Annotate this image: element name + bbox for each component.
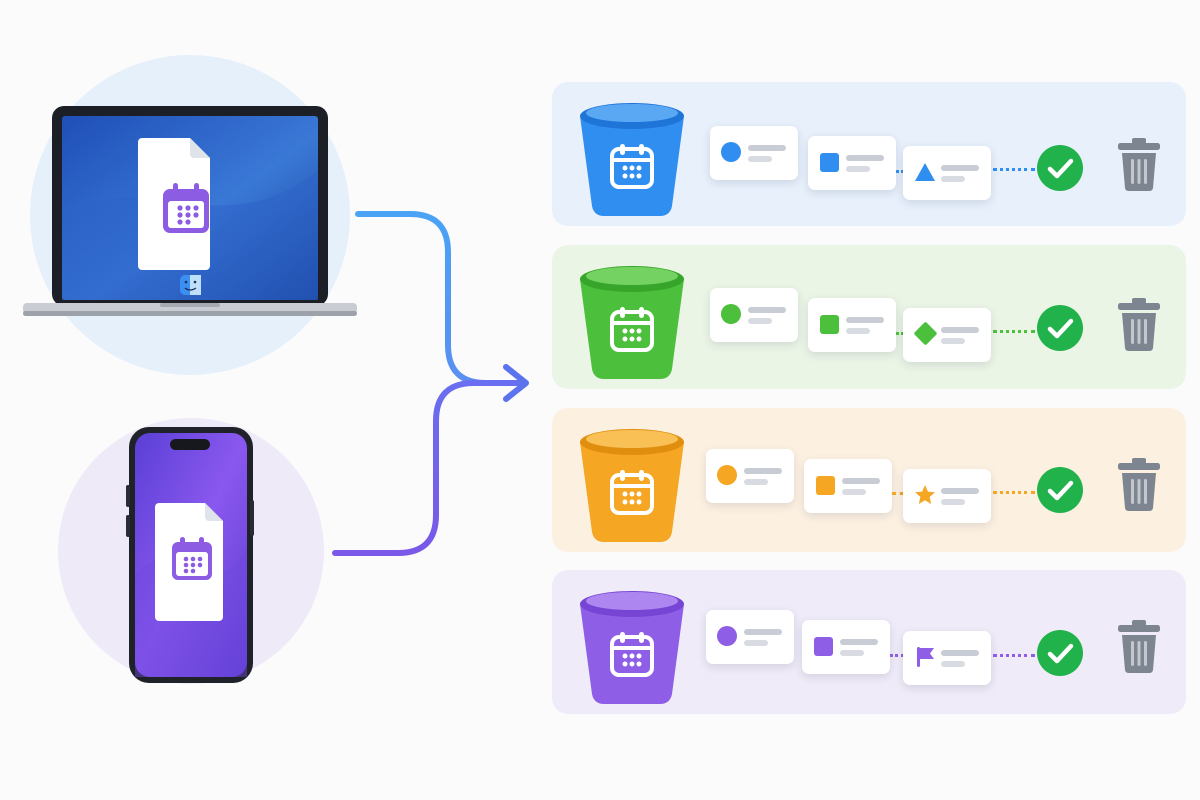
step-card-circle — [710, 126, 798, 180]
calendar-icon — [610, 470, 654, 515]
square-icon — [820, 315, 839, 334]
diamond-icon — [913, 321, 938, 346]
arrow-head-icon — [503, 364, 529, 402]
connector-dots — [892, 492, 904, 495]
connector-dots — [993, 654, 1035, 657]
connector-dots — [993, 330, 1035, 333]
step-card-circle — [706, 610, 794, 664]
phone — [126, 427, 254, 683]
bucket-icon-purple — [580, 591, 684, 704]
circle-icon — [717, 626, 737, 646]
square-icon — [814, 637, 833, 656]
checkmark-icon — [1037, 305, 1083, 351]
step-card-circle — [710, 288, 798, 342]
step-card-flag — [903, 631, 991, 685]
step-card-circle — [706, 449, 794, 503]
checkmark-icon — [1037, 467, 1083, 513]
circle-icon — [717, 465, 737, 485]
connector-dots — [993, 168, 1035, 171]
step-card-square — [808, 298, 896, 352]
calendar-icon — [163, 183, 209, 233]
bucket-icon-green — [580, 266, 684, 379]
trash-icon[interactable] — [1117, 138, 1161, 192]
step-card-square — [802, 620, 890, 674]
step-card-square — [808, 136, 896, 190]
phone-flow-line — [332, 380, 525, 556]
trash-icon[interactable] — [1117, 298, 1161, 352]
step-card-star — [903, 469, 991, 523]
calendar-icon — [610, 144, 654, 189]
laptop — [23, 106, 357, 316]
connector-dots — [890, 654, 904, 657]
checkmark-icon — [1037, 630, 1083, 676]
square-icon — [816, 476, 835, 495]
laptop-flow-line — [355, 211, 525, 386]
step-card-diamond — [903, 308, 991, 362]
triangle-icon — [915, 163, 935, 181]
connector-dots — [896, 332, 904, 335]
finder-icon — [180, 275, 201, 295]
circle-icon — [721, 304, 741, 324]
star-icon — [915, 485, 935, 504]
checkmark-icon — [1037, 145, 1083, 191]
trash-icon[interactable] — [1117, 620, 1161, 674]
connector-dots — [896, 170, 904, 173]
circle-icon — [721, 142, 741, 162]
calendar-icon — [172, 537, 212, 580]
flag-icon — [917, 647, 934, 667]
step-card-square — [804, 459, 892, 513]
bucket-icon-orange — [580, 429, 684, 542]
bucket-icon-blue — [580, 103, 684, 216]
square-icon — [820, 153, 839, 172]
connector-dots — [993, 491, 1035, 494]
calendar-icon — [610, 307, 654, 352]
step-card-triangle — [903, 146, 991, 200]
trash-icon[interactable] — [1117, 458, 1161, 512]
calendar-icon — [610, 632, 654, 677]
